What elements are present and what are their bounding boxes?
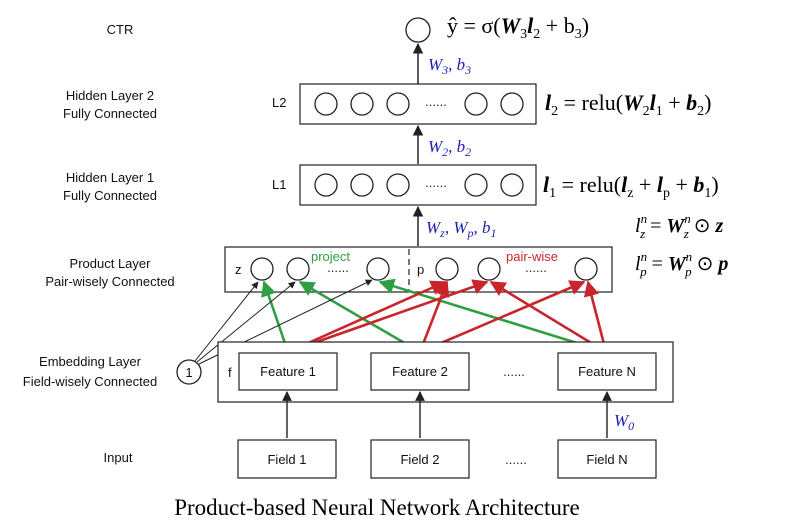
bias-one-label: 1 <box>185 365 192 380</box>
bias-edge <box>196 281 296 363</box>
project-label: project <box>311 249 350 264</box>
l1-tag: L1 <box>272 177 286 192</box>
l2-node <box>350 92 374 116</box>
hidden-layer-1-box <box>299 164 537 206</box>
product-layer-label: Product Layer <box>70 256 152 271</box>
input-label: Input <box>104 450 133 465</box>
l1-ellipsis: ...... <box>425 175 447 190</box>
z-node <box>366 257 390 281</box>
l1-node <box>350 173 374 197</box>
param-w3-b3: W3, b3 <box>428 55 471 77</box>
hidden-layer-2-label: Hidden Layer 2 <box>66 88 154 103</box>
red-edge <box>489 280 607 354</box>
green-edge <box>261 280 290 353</box>
hidden-layer-1-sublabel: Fully Connected <box>63 188 157 203</box>
l2-node <box>386 92 410 116</box>
f-tag: f <box>228 365 232 380</box>
l1-node <box>500 173 524 197</box>
p-tag: p <box>417 262 424 277</box>
l2-tag: L2 <box>272 95 286 110</box>
z-ellipsis: ...... <box>327 260 349 275</box>
z-node <box>250 257 274 281</box>
red-edge <box>583 280 608 353</box>
hidden-layer-1-label: Hidden Layer 1 <box>66 170 154 185</box>
bias-edge <box>194 281 259 362</box>
param-w2-b2: W2, b2 <box>428 137 471 159</box>
field-box <box>237 439 337 479</box>
param-w0: W0 <box>614 411 634 433</box>
red-edge <box>287 279 489 354</box>
feature-label: Feature N <box>578 364 636 379</box>
embedding-layer-sublabel: Field-wisely Connected <box>23 374 157 389</box>
field-box <box>370 439 470 479</box>
equation-l1: l1 = relu(lz + lp + b1) <box>543 172 719 201</box>
l1-node <box>386 173 410 197</box>
feature-ellipsis: ...... <box>503 364 525 379</box>
pair-wise-label: pair-wise <box>506 249 558 264</box>
equation-yhat: ŷ = σ(W3l2 + b3) <box>447 13 589 42</box>
field-label: Field N <box>586 452 627 467</box>
pairwise-connections <box>287 279 608 354</box>
l2-ellipsis: ...... <box>425 94 447 109</box>
product-layer-sublabel: Pair-wisely Connected <box>45 274 174 289</box>
red-edge <box>418 280 450 353</box>
field-label: Field 2 <box>400 452 439 467</box>
green-edge <box>298 280 421 354</box>
l2-node <box>464 92 488 116</box>
ctr-label: CTR <box>107 22 134 37</box>
l2-node <box>314 92 338 116</box>
hidden-layer-2-box <box>299 83 537 125</box>
p-ellipsis: ...... <box>525 260 547 275</box>
feature-label: Feature 1 <box>260 364 316 379</box>
l2-node <box>500 92 524 116</box>
l1-node <box>464 173 488 197</box>
field-label: Field 1 <box>267 452 306 467</box>
figure-caption: Product-based Neural Network Architectur… <box>174 495 580 520</box>
z-tag: z <box>235 262 242 277</box>
red-edge <box>287 280 447 354</box>
feature-box <box>238 352 338 391</box>
ctr-output-node <box>405 17 431 43</box>
bias-one-node <box>176 359 202 385</box>
field-box <box>557 439 657 479</box>
feature-box <box>557 352 657 391</box>
p-node <box>435 257 459 281</box>
p-node <box>477 257 501 281</box>
z-node <box>286 257 310 281</box>
feature-box <box>370 352 470 391</box>
hidden-layer-2-sublabel: Fully Connected <box>63 106 157 121</box>
embedding-layer-label: Embedding Layer <box>39 354 142 369</box>
param-wz-wp-b1: Wz, Wp, b1 <box>426 218 497 240</box>
red-edge <box>419 280 586 354</box>
p-node <box>574 257 598 281</box>
field-ellipsis: ...... <box>505 452 527 467</box>
equation-l2: l2 = relu(W2l1 + b2) <box>545 90 712 119</box>
l1-node <box>314 173 338 197</box>
feature-label: Feature 2 <box>392 364 448 379</box>
